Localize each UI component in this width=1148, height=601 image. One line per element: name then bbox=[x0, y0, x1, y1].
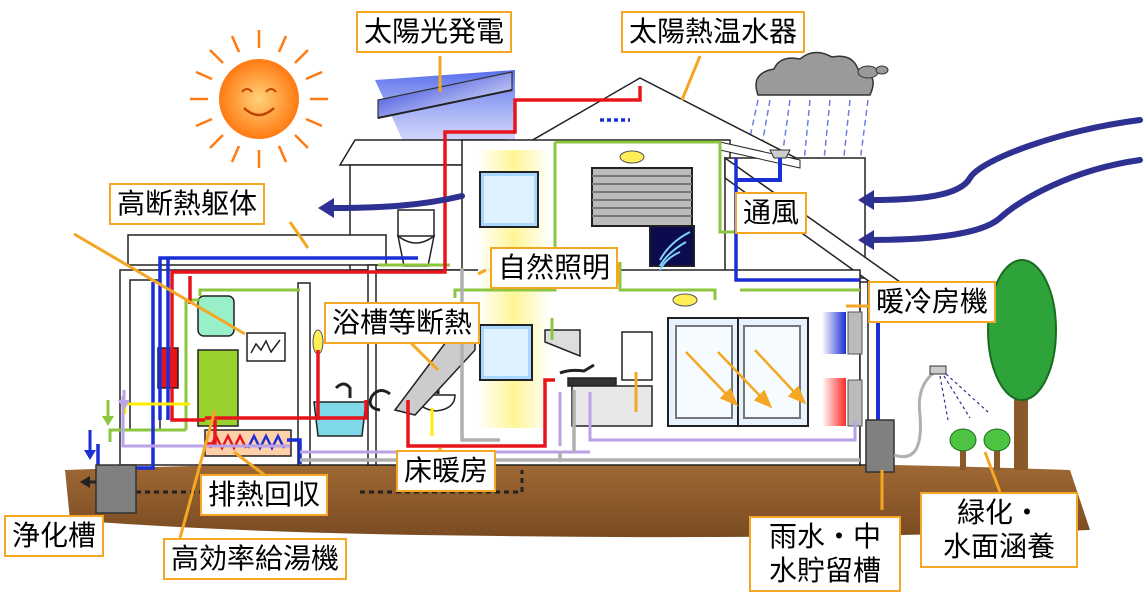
label-rainwater-tank-line1: 雨水・中 bbox=[768, 520, 881, 553]
label-high-insulation-frame: 高断熱躯体 bbox=[109, 183, 266, 225]
air-conditioner-units bbox=[822, 311, 863, 427]
label-natural-lighting: 自然照明 bbox=[490, 247, 619, 289]
rainwater-tank bbox=[865, 365, 989, 473]
kitchen-icon bbox=[393, 329, 653, 427]
trees bbox=[949, 259, 1057, 470]
heat-recovery-unit bbox=[204, 429, 292, 457]
label-floor-heating: 床暖房 bbox=[396, 450, 497, 492]
label-heat-recovery: 排熱回収 bbox=[200, 474, 329, 516]
label-high-efficiency-water-heater: 高効率給湯機 bbox=[163, 538, 348, 580]
label-septic-tank: 浄化槽 bbox=[4, 515, 105, 557]
sun-icon bbox=[190, 30, 328, 168]
hot-water-pipes bbox=[170, 86, 642, 448]
label-rainwater-tank: 雨水・中 水貯留槽 bbox=[749, 516, 901, 592]
label-air-conditioner: 暖冷房機 bbox=[868, 281, 997, 323]
energy-monitor-icon bbox=[246, 332, 286, 362]
label-greening: 緑化・ 水面涵養 bbox=[920, 492, 1078, 568]
label-solar-power: 太陽光発電 bbox=[356, 11, 513, 53]
label-greening-line1: 緑化・ bbox=[956, 496, 1041, 529]
wind-arrows bbox=[327, 117, 1143, 243]
label-ventilation: 通風 bbox=[735, 192, 808, 234]
ceiling-lights bbox=[619, 150, 698, 307]
label-solar-water-heater: 太陽熱温水器 bbox=[621, 11, 806, 53]
sunlight-arrows bbox=[685, 349, 807, 409]
septic-tank bbox=[80, 464, 137, 514]
label-bathtub-insulation: 浴槽等断熱 bbox=[324, 302, 481, 344]
label-greening-line2: 水面涵養 bbox=[942, 530, 1055, 563]
label-rainwater-tank-line2: 水貯留槽 bbox=[768, 554, 881, 587]
